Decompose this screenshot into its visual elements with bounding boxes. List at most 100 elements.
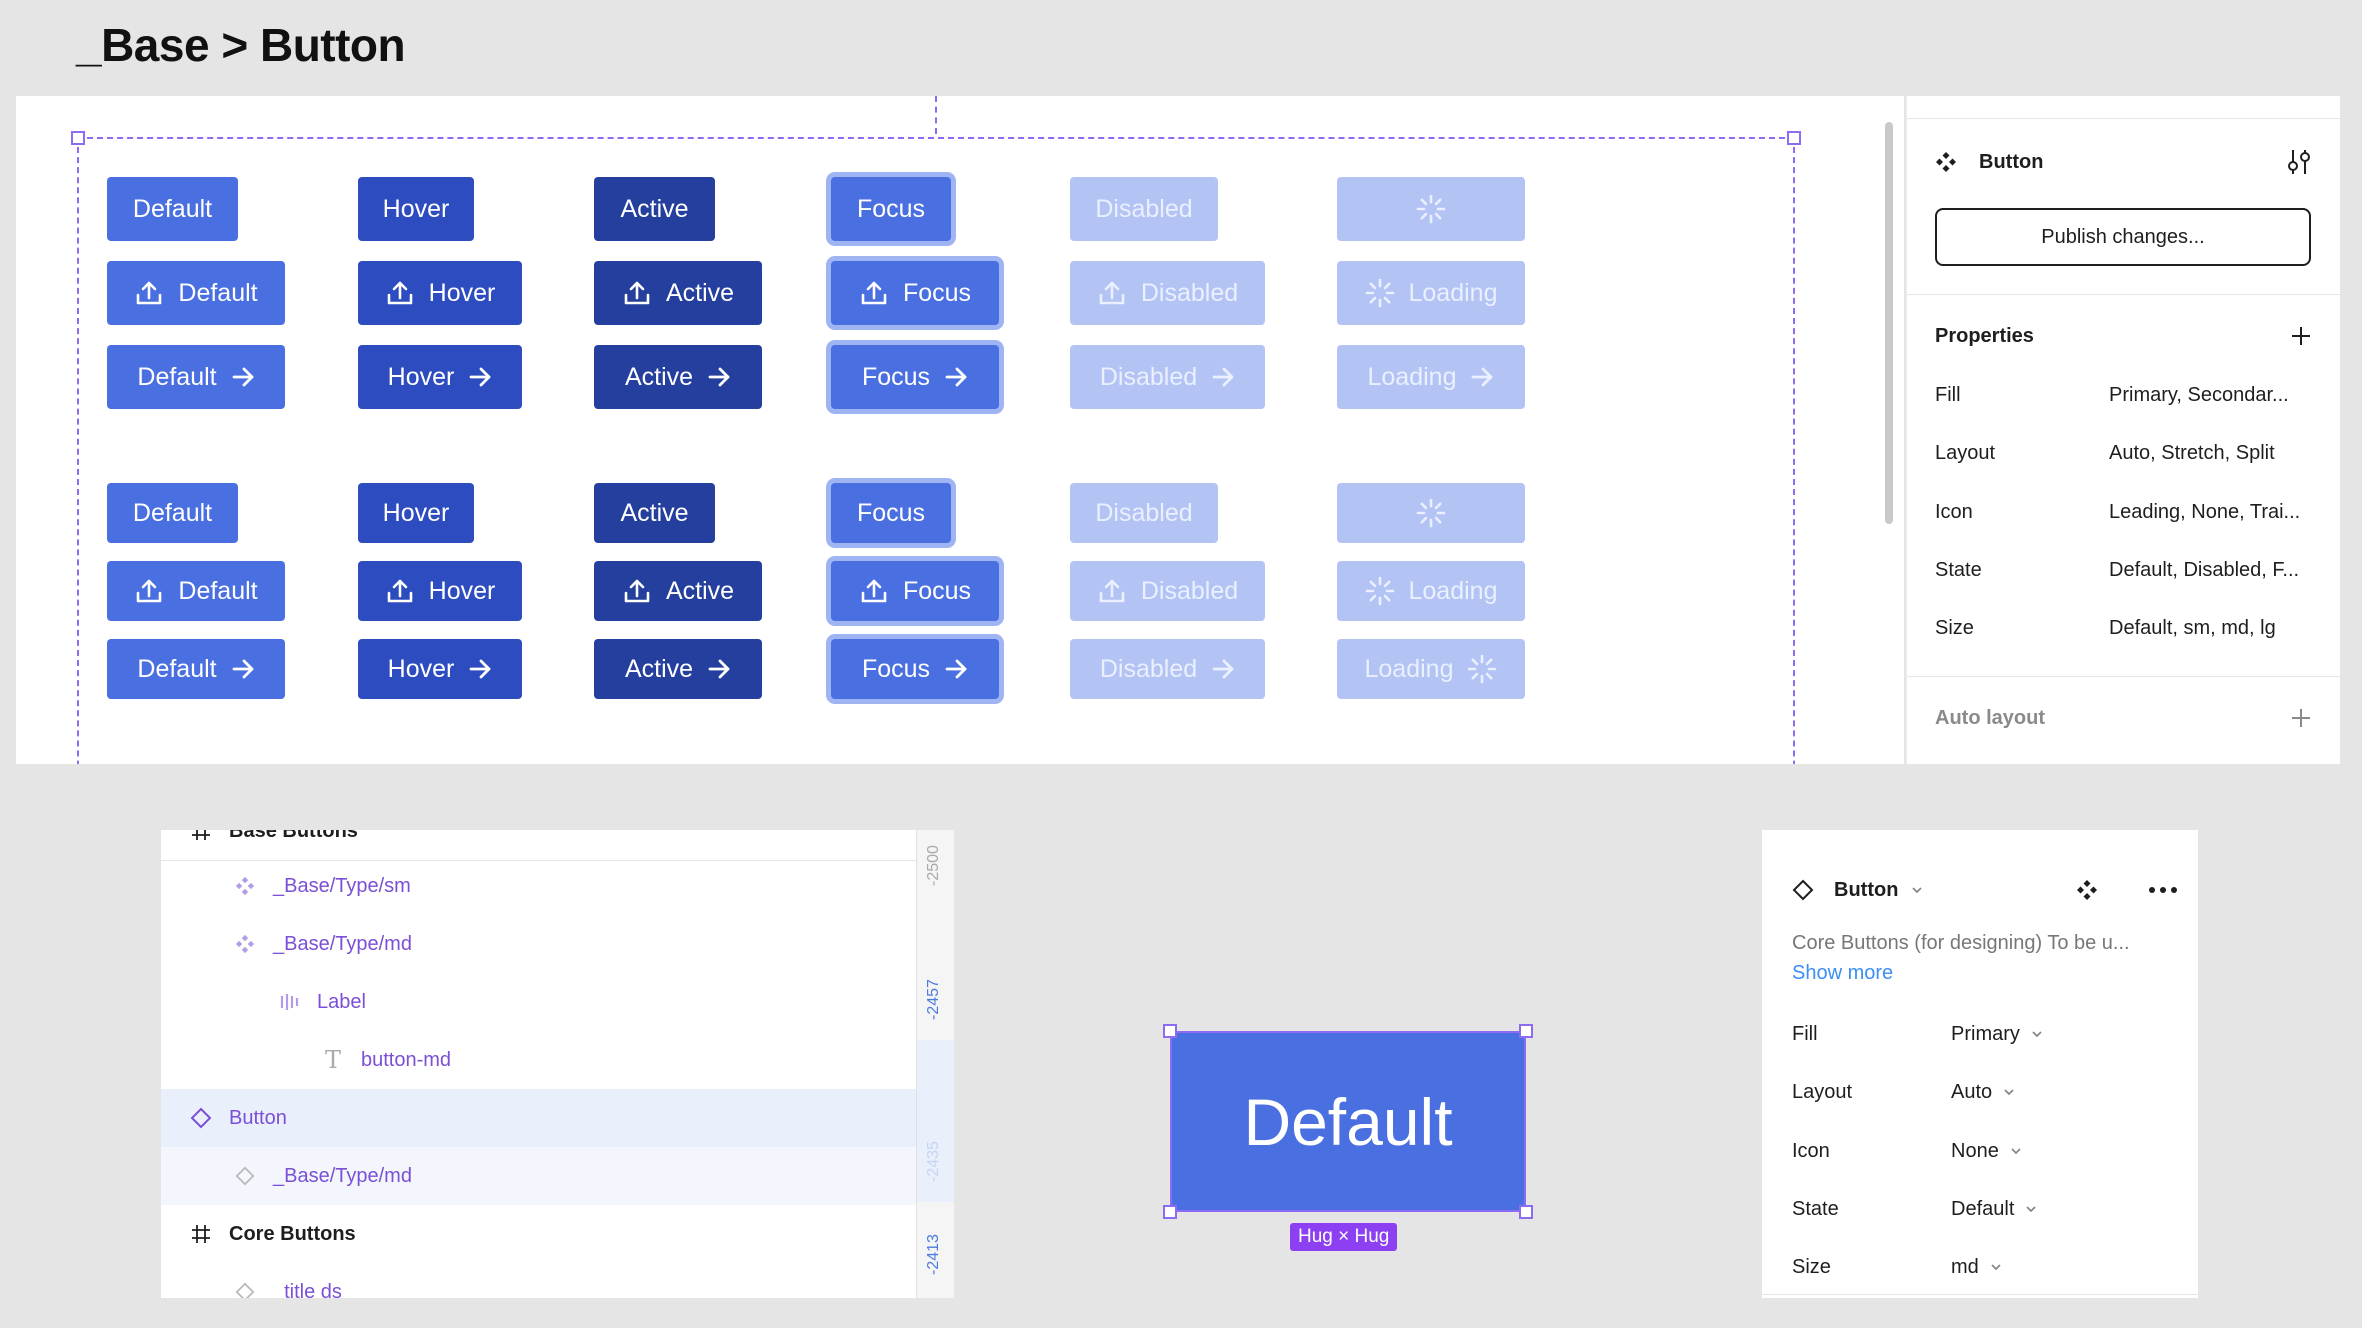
prop-key: State — [1792, 1197, 1839, 1220]
button-active-trailing-icon[interactable]: Active — [594, 639, 762, 699]
button-disabled-trailing-icon[interactable]: Disabled — [1070, 345, 1265, 409]
more-icon[interactable] — [2148, 886, 2178, 894]
button-hover[interactable]: Hover — [358, 483, 474, 543]
button-focus-trailing-icon[interactable]: Focus — [831, 639, 999, 699]
divider — [161, 860, 916, 861]
button-focus-leading-icon[interactable]: Focus — [831, 261, 999, 325]
button-focus-leading-icon[interactable]: Focus — [831, 561, 999, 621]
show-more-row: Show more — [1792, 958, 2178, 988]
adjust-icon[interactable] — [2286, 148, 2312, 176]
button-disabled-trailing-icon[interactable]: Disabled — [1070, 639, 1265, 699]
resize-handle-tl[interactable] — [1163, 1024, 1177, 1038]
button-disabled-leading-icon[interactable]: Disabled — [1070, 561, 1265, 621]
button-active[interactable]: Active — [594, 177, 715, 241]
button-default-leading-icon[interactable]: Default — [107, 261, 285, 325]
chevron-down-icon[interactable] — [1910, 883, 1924, 897]
button-default[interactable]: Default — [107, 483, 238, 543]
button-loading-leading-icon[interactable]: Loading — [1337, 561, 1525, 621]
button-hover-trailing-icon[interactable]: Hover — [358, 345, 522, 409]
property-row[interactable]: State Default, Disabled, F... — [1935, 552, 2312, 588]
preview-button[interactable]: Default — [1170, 1031, 1526, 1212]
button-label: Active — [665, 278, 735, 307]
button-focus-trailing-icon[interactable]: Focus — [831, 345, 999, 409]
publish-changes-button[interactable]: Publish changes... — [1935, 208, 2311, 266]
button-active[interactable]: Active — [594, 483, 715, 543]
resize-handle-br[interactable] — [1519, 1205, 1533, 1219]
button-hover[interactable]: Hover — [358, 177, 474, 241]
button-disabled[interactable]: Disabled — [1070, 177, 1218, 241]
button-loading-leading-icon[interactable]: Loading — [1337, 261, 1525, 325]
properties-header: Properties — [1935, 316, 2312, 356]
component-frame[interactable] — [71, 131, 1801, 764]
chevron-down-icon[interactable] — [1989, 1260, 2003, 1274]
component-set-icon — [233, 876, 257, 896]
button-active-trailing-icon[interactable]: Active — [594, 345, 762, 409]
layer-item[interactable]: _title ds — [161, 1263, 916, 1298]
layer-item[interactable]: Base Buttons — [189, 830, 944, 860]
layer-item[interactable]: T button-md — [161, 1031, 916, 1089]
component-icon[interactable] — [2076, 879, 2098, 901]
chevron-down-icon[interactable] — [2024, 1202, 2038, 1216]
layer-item[interactable]: Core Buttons — [161, 1205, 916, 1263]
prop-value: Primary — [1951, 1022, 2020, 1045]
spinner-icon — [1416, 194, 1446, 224]
layer-item[interactable]: _Base/Type/md — [161, 1147, 916, 1205]
button-disabled[interactable]: Disabled — [1070, 483, 1218, 543]
button-hover-trailing-icon[interactable]: Hover — [358, 639, 522, 699]
layer-item[interactable]: _Base/Type/sm — [161, 857, 916, 915]
upload-icon — [137, 281, 162, 305]
button-focus[interactable]: Focus — [831, 483, 951, 543]
plus-icon[interactable] — [2290, 325, 2312, 347]
button-loading-trailing-spinner[interactable]: Loading — [1337, 639, 1525, 699]
resize-handle-tr[interactable] — [1787, 131, 1801, 145]
chevron-down-icon[interactable] — [2009, 1144, 2023, 1158]
button-loading[interactable] — [1337, 177, 1525, 241]
resize-handle-tr[interactable] — [1519, 1024, 1533, 1038]
property-key: State — [1935, 558, 1982, 581]
layer-item[interactable]: _Base/Type/md — [161, 915, 916, 973]
property-value: Default, Disabled, F... — [2109, 558, 2300, 581]
button-label: Disabled — [1140, 576, 1239, 605]
button-default-trailing-icon[interactable]: Default — [107, 639, 285, 699]
button-default-leading-icon[interactable]: Default — [107, 561, 285, 621]
preview-selection[interactable]: Default — [1163, 1024, 1533, 1219]
auto-layout-icon — [277, 992, 301, 1012]
button-default-trailing-icon[interactable]: Default — [107, 345, 285, 409]
button-hover-leading-icon[interactable]: Hover — [358, 261, 522, 325]
component-name: Button — [1979, 150, 2044, 173]
button-loading-trailing-icon[interactable]: Loading — [1337, 345, 1525, 409]
layer-item-selected[interactable]: Button — [161, 1089, 916, 1147]
button-active-leading-icon[interactable]: Active — [594, 561, 762, 621]
button-loading[interactable] — [1337, 483, 1525, 543]
button-disabled-leading-icon[interactable]: Disabled — [1070, 261, 1265, 325]
upload-icon — [624, 281, 650, 305]
instance-icon — [1792, 879, 1814, 901]
divider — [1907, 294, 2340, 295]
chevron-down-icon[interactable] — [2030, 1027, 2044, 1041]
upload-icon — [387, 579, 412, 603]
layer-item[interactable]: Label — [161, 973, 916, 1031]
resize-handle-bl[interactable] — [1163, 1205, 1177, 1219]
instance-name[interactable]: Button — [1834, 878, 1899, 901]
button-default[interactable]: Default — [107, 177, 238, 241]
chevron-down-icon[interactable] — [2002, 1085, 2016, 1099]
button-label: Default — [178, 576, 258, 605]
button-active-leading-icon[interactable]: Active — [594, 261, 762, 325]
prop-key: Size — [1792, 1255, 1831, 1278]
button-hover-leading-icon[interactable]: Hover — [358, 561, 522, 621]
resize-handle-tl[interactable] — [71, 131, 85, 145]
button-focus[interactable]: Focus — [831, 177, 951, 241]
component-icon — [1936, 152, 1956, 172]
canvas-scrollbar[interactable] — [1885, 122, 1893, 524]
plus-icon[interactable] — [2290, 707, 2312, 729]
show-more-link[interactable]: Show more — [1792, 961, 1894, 984]
